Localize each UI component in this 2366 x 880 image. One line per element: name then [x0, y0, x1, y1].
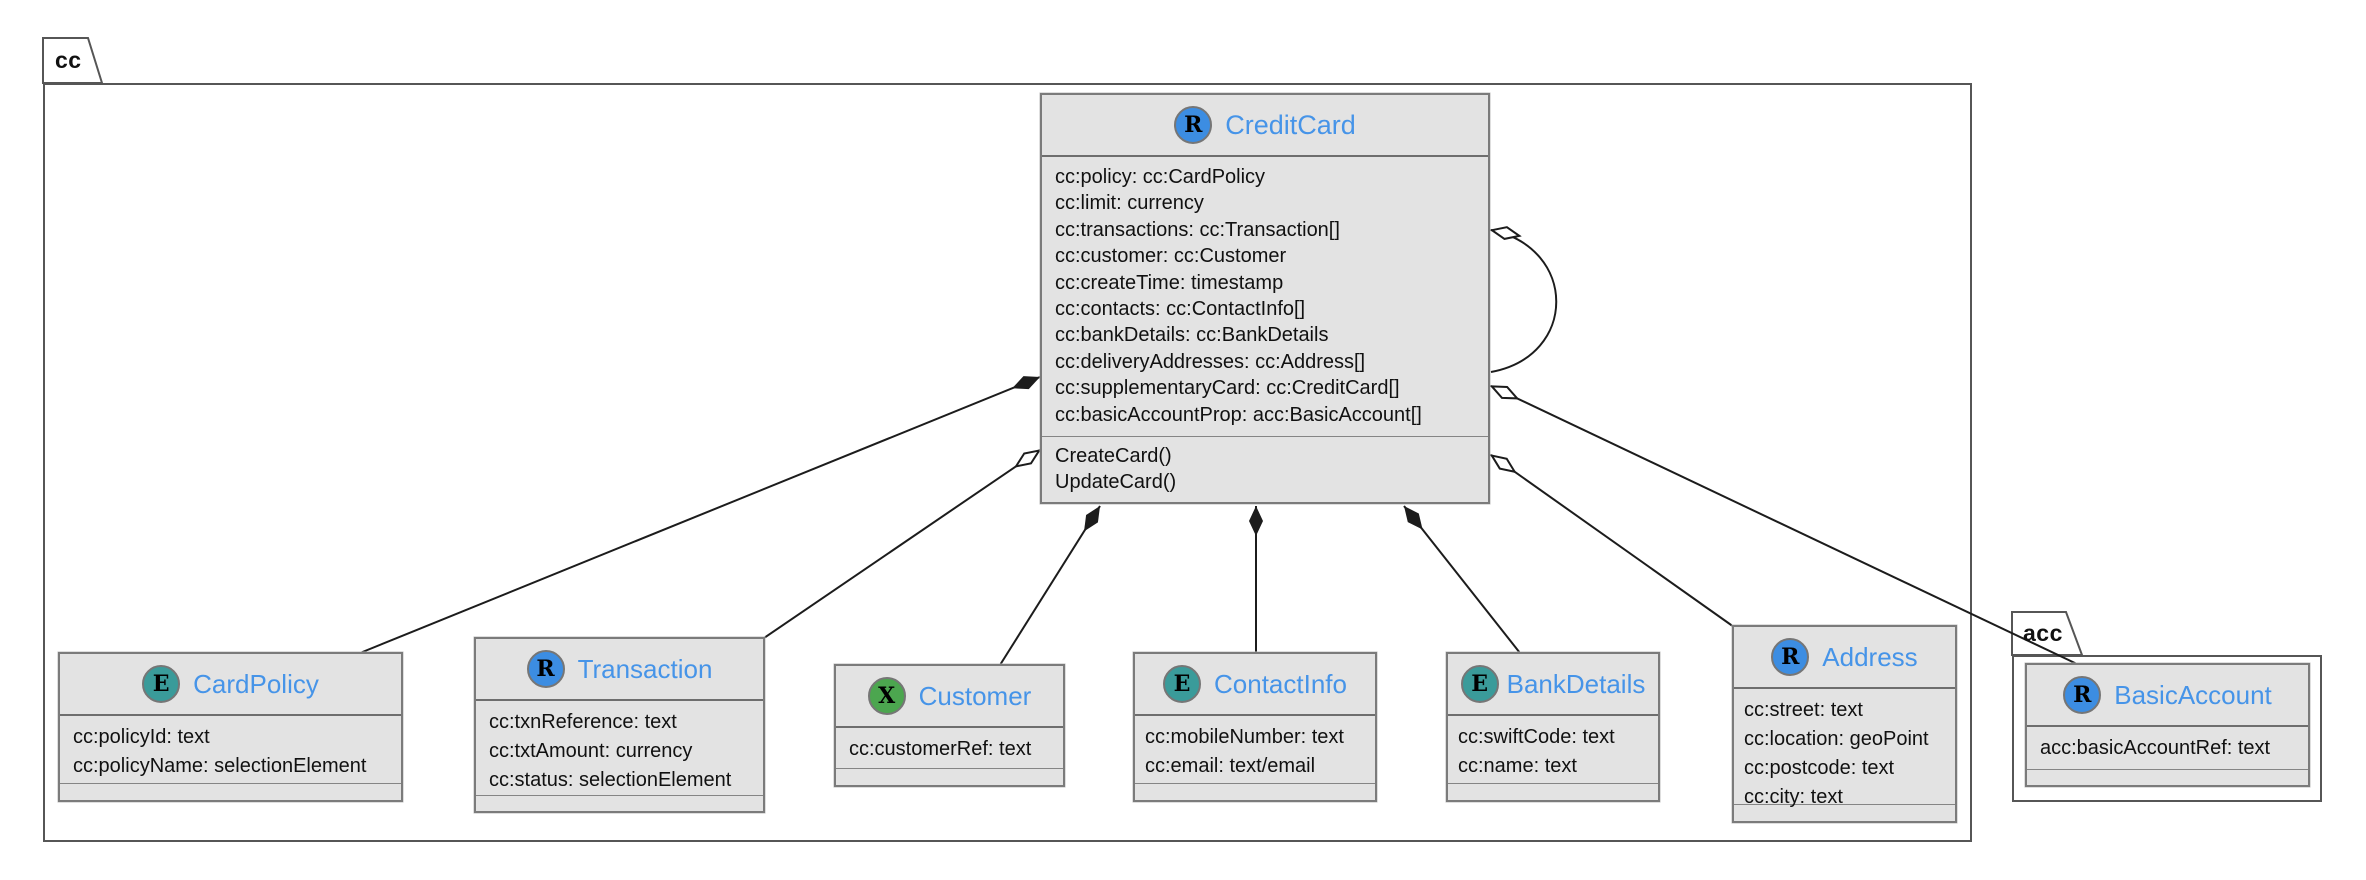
class-customer[interactable]: X Customer cc:customerRef: text: [834, 664, 1065, 787]
package-acc-label: acc: [2023, 620, 2063, 646]
class-cardpolicy[interactable]: E CardPolicy cc:policyId: text cc:policy…: [58, 652, 403, 802]
attribute: cc:location: geoPoint: [1744, 728, 1929, 750]
class-title: Transaction: [577, 653, 713, 684]
attribute: cc:limit: currency: [1055, 192, 1204, 215]
attribute: cc:contacts: cc:ContactInfo[]: [1055, 298, 1306, 321]
attribute: cc:txnReference: text: [489, 711, 677, 733]
class-title: BankDetails: [1506, 668, 1646, 699]
attribute: cc:email: text/email: [1145, 755, 1316, 777]
badge-r-icon: R: [2063, 676, 2102, 714]
class-basicaccount[interactable]: R BasicAccount acc:basicAccountRef: text: [2025, 663, 2310, 787]
connector-creditcard-transaction[interactable]: [763, 450, 1040, 639]
connector-creditcard-address[interactable]: [1491, 455, 1735, 628]
class-bankdetails[interactable]: E BankDetails cc:swiftCode: text cc:name…: [1446, 652, 1660, 802]
class-creditcard[interactable]: R CreditCard cc:policy: cc:CardPolicy cc…: [1040, 93, 1490, 504]
class-basicaccount-header: R BasicAccount: [2027, 665, 2308, 725]
attribute-section: acc:basicAccountRef: text: [2027, 725, 2308, 769]
class-address[interactable]: R Address cc:street: text cc:location: g…: [1732, 625, 1957, 823]
connector-creditcard-bankdetails[interactable]: [1403, 505, 1521, 654]
badge-r-icon: R: [1771, 638, 1810, 676]
class-cardpolicy-header: E CardPolicy: [60, 654, 401, 714]
attribute: cc:status: selectionElement: [489, 769, 732, 791]
attribute: cc:bankDetails: cc:BankDetails: [1055, 324, 1329, 347]
attribute-section: cc:swiftCode: text cc:name: text: [1448, 714, 1658, 783]
empty-method-section: [60, 783, 401, 800]
class-address-header: R Address: [1734, 627, 1955, 687]
class-title: Address: [1822, 641, 1918, 672]
badge-e-icon: E: [1460, 665, 1499, 703]
package-cc-tab[interactable]: [42, 37, 104, 84]
attribute-section: cc:customerRef: text: [836, 726, 1063, 768]
badge-x-icon: X: [867, 677, 906, 715]
connector-creditcard-selfloop[interactable]: [1491, 230, 1558, 373]
attribute-section: cc:policyId: text cc:policyName: selecti…: [60, 714, 401, 783]
attribute-section: cc:street: text cc:location: geoPoint cc…: [1734, 687, 1955, 808]
attribute: cc:city: text: [1744, 786, 1843, 808]
connector-creditcard-cardpolicy[interactable]: [359, 376, 1041, 654]
class-customer-header: X Customer: [836, 666, 1063, 726]
empty-method-section: [476, 795, 763, 811]
class-title: CardPolicy: [193, 668, 319, 699]
method: CreateCard(): [1055, 445, 1172, 467]
method: UpdateCard(): [1055, 471, 1177, 494]
package-acc-tab[interactable]: [2011, 611, 2084, 656]
class-transaction-header: R Transaction: [476, 639, 763, 699]
class-title: Customer: [918, 680, 1032, 711]
class-bankdetails-header: E BankDetails: [1448, 654, 1658, 714]
badge-e-icon: E: [1163, 665, 1201, 703]
attribute: cc:customerRef: text: [849, 738, 1032, 760]
empty-method-section: [836, 768, 1063, 785]
attribute: cc:mobileNumber: text: [1145, 726, 1344, 748]
package-cc[interactable]: [43, 83, 1972, 842]
connector-creditcard-customer[interactable]: [999, 505, 1101, 666]
class-title: ContactInfo: [1214, 668, 1347, 699]
attribute: cc:policyName: selectionElement: [73, 755, 367, 777]
empty-method-section: [1734, 804, 1955, 821]
attribute: cc:swiftCode: text: [1458, 726, 1615, 748]
empty-method-section: [1135, 783, 1375, 800]
attribute: cc:supplementaryCard: cc:CreditCard[]: [1055, 377, 1400, 400]
attribute: cc:street: text: [1744, 699, 1863, 721]
attribute: cc:deliveryAddresses: cc:Address[]: [1055, 350, 1366, 373]
attribute-section: cc:mobileNumber: text cc:email: text/ema…: [1135, 714, 1375, 783]
badge-r-icon: R: [1174, 106, 1213, 144]
class-contactinfo[interactable]: E ContactInfo cc:mobileNumber: text cc:e…: [1133, 652, 1377, 802]
attribute: cc:policy: cc:CardPolicy: [1055, 166, 1266, 188]
attribute-section: cc:policy: cc:CardPolicy cc:limit: curre…: [1042, 155, 1488, 436]
attribute: cc:transactions: cc:Transaction[]: [1055, 218, 1340, 241]
class-transaction[interactable]: R Transaction cc:txnReference: text cc:t…: [474, 637, 765, 813]
attribute: cc:basicAccountProp: acc:BasicAccount[]: [1055, 403, 1422, 426]
badge-r-icon: R: [526, 650, 565, 688]
class-creditcard-header: R CreditCard: [1042, 95, 1488, 155]
attribute: cc:policyId: text: [73, 726, 210, 748]
class-title: BasicAccount: [2114, 679, 2272, 710]
method-section: CreateCard() UpdateCard(): [1042, 436, 1488, 502]
attribute: acc:basicAccountRef: text: [2040, 737, 2271, 759]
empty-method-section: [2027, 769, 2308, 785]
class-contactinfo-header: E ContactInfo: [1135, 654, 1375, 714]
attribute: cc:customer: cc:Customer: [1055, 245, 1287, 268]
package-acc[interactable]: [2012, 655, 2322, 802]
attribute: cc:txtAmount: currency: [489, 740, 693, 762]
connector-creditcard-basicaccount[interactable]: [1491, 385, 2078, 665]
badge-e-icon: E: [142, 665, 181, 703]
class-title: CreditCard: [1225, 109, 1356, 140]
empty-method-section: [1448, 783, 1658, 800]
attribute: cc:createTime: timestamp: [1055, 271, 1284, 294]
attribute: cc:name: text: [1458, 755, 1577, 777]
package-cc-label: cc: [55, 47, 82, 73]
attribute: cc:postcode: text: [1744, 757, 1895, 779]
attribute-section: cc:txnReference: text cc:txtAmount: curr…: [476, 699, 763, 795]
